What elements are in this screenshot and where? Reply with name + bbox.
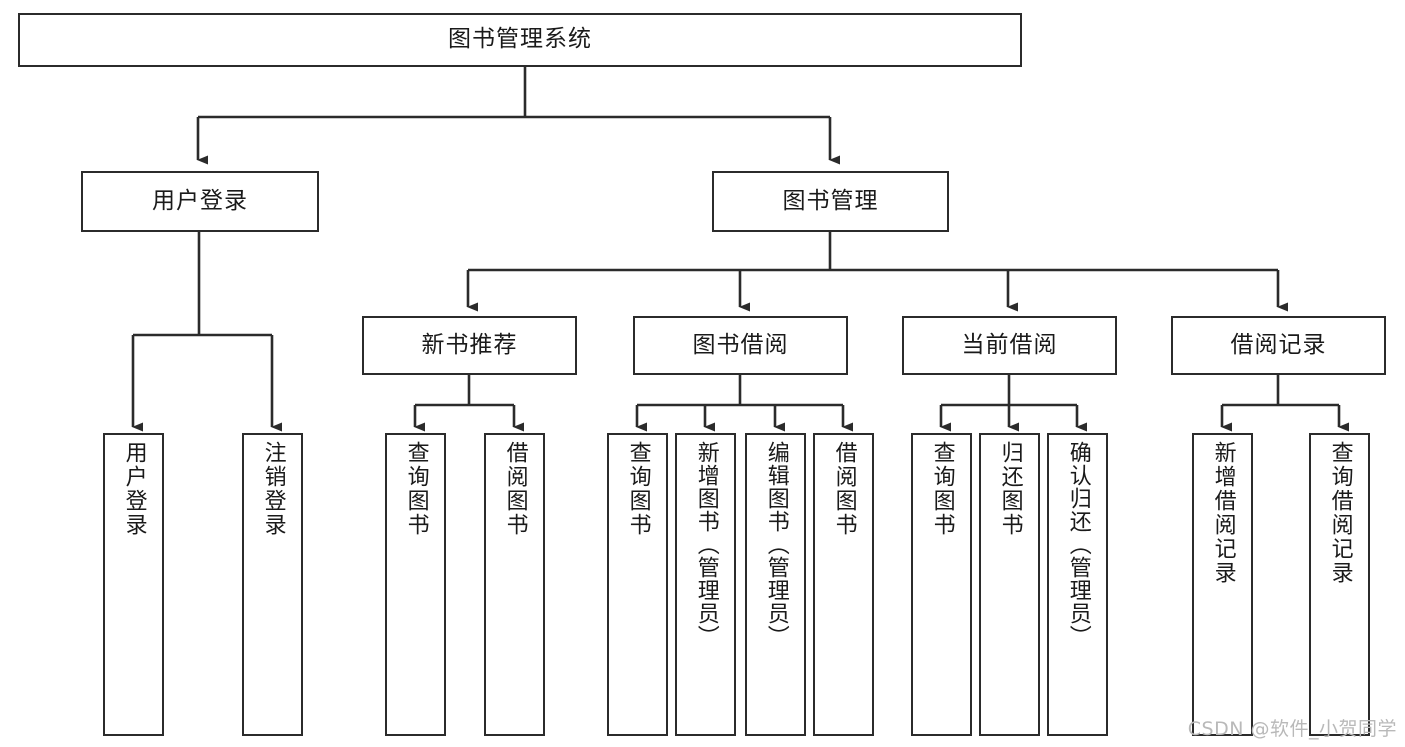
leaf-query-book-1-label: 查询图书	[403, 441, 429, 537]
leaf-confirm-return[interactable]: 确认归还（管理员）	[1047, 433, 1108, 736]
watermark: CSDN @软件_小贺同学	[1187, 718, 1397, 740]
leaf-query-book-1[interactable]: 查询图书	[385, 433, 446, 736]
leaf-edit-book-label: 编辑图书（管理员）	[763, 441, 789, 648]
node-book-borrow[interactable]: 图书借阅	[633, 316, 848, 375]
node-current-borrow[interactable]: 当前借阅	[902, 316, 1117, 375]
leaf-query-book-2[interactable]: 查询图书	[607, 433, 668, 736]
node-new-book-recommend-label: 新书推荐	[421, 331, 518, 358]
node-book-borrow-label: 图书借阅	[692, 331, 789, 358]
leaf-edit-book[interactable]: 编辑图书（管理员）	[745, 433, 806, 736]
node-book-management-label: 图书管理	[782, 187, 879, 214]
node-current-borrow-label: 当前借阅	[961, 331, 1058, 358]
leaf-user-logout[interactable]: 注销登录	[242, 433, 303, 736]
leaf-query-book-2-label: 查询图书	[625, 441, 651, 537]
node-new-book-recommend[interactable]: 新书推荐	[362, 316, 577, 375]
leaf-query-book-3[interactable]: 查询图书	[911, 433, 972, 736]
node-user-login[interactable]: 用户登录	[81, 171, 319, 232]
leaf-return-book[interactable]: 归还图书	[979, 433, 1040, 736]
node-root-label: 图书管理系统	[448, 26, 592, 53]
node-user-login-label: 用户登录	[152, 187, 248, 214]
node-borrow-record[interactable]: 借阅记录	[1171, 316, 1386, 375]
leaf-query-record-label: 查询借阅记录	[1327, 441, 1353, 585]
leaf-user-login[interactable]: 用户登录	[103, 433, 164, 736]
leaf-borrow-book-2-label: 借阅图书	[831, 441, 857, 537]
leaf-borrow-book-1-label: 借阅图书	[502, 441, 528, 537]
node-borrow-record-label: 借阅记录	[1230, 331, 1327, 358]
leaf-query-book-3-label: 查询图书	[929, 441, 955, 537]
leaf-user-login-label: 用户登录	[121, 441, 147, 537]
node-book-management[interactable]: 图书管理	[712, 171, 949, 232]
leaf-query-record[interactable]: 查询借阅记录	[1309, 433, 1370, 736]
leaf-add-book[interactable]: 新增图书（管理员）	[675, 433, 736, 736]
leaf-borrow-book-1[interactable]: 借阅图书	[484, 433, 545, 736]
leaf-borrow-book-2[interactable]: 借阅图书	[813, 433, 874, 736]
leaf-return-book-label: 归还图书	[997, 441, 1023, 537]
leaf-add-book-label: 新增图书（管理员）	[693, 441, 719, 648]
leaf-user-logout-label: 注销登录	[260, 441, 286, 537]
leaf-confirm-return-label: 确认归还（管理员）	[1065, 441, 1091, 648]
node-root[interactable]: 图书管理系统	[18, 13, 1022, 67]
leaf-add-record[interactable]: 新增借阅记录	[1192, 433, 1253, 736]
leaf-add-record-label: 新增借阅记录	[1210, 441, 1236, 585]
